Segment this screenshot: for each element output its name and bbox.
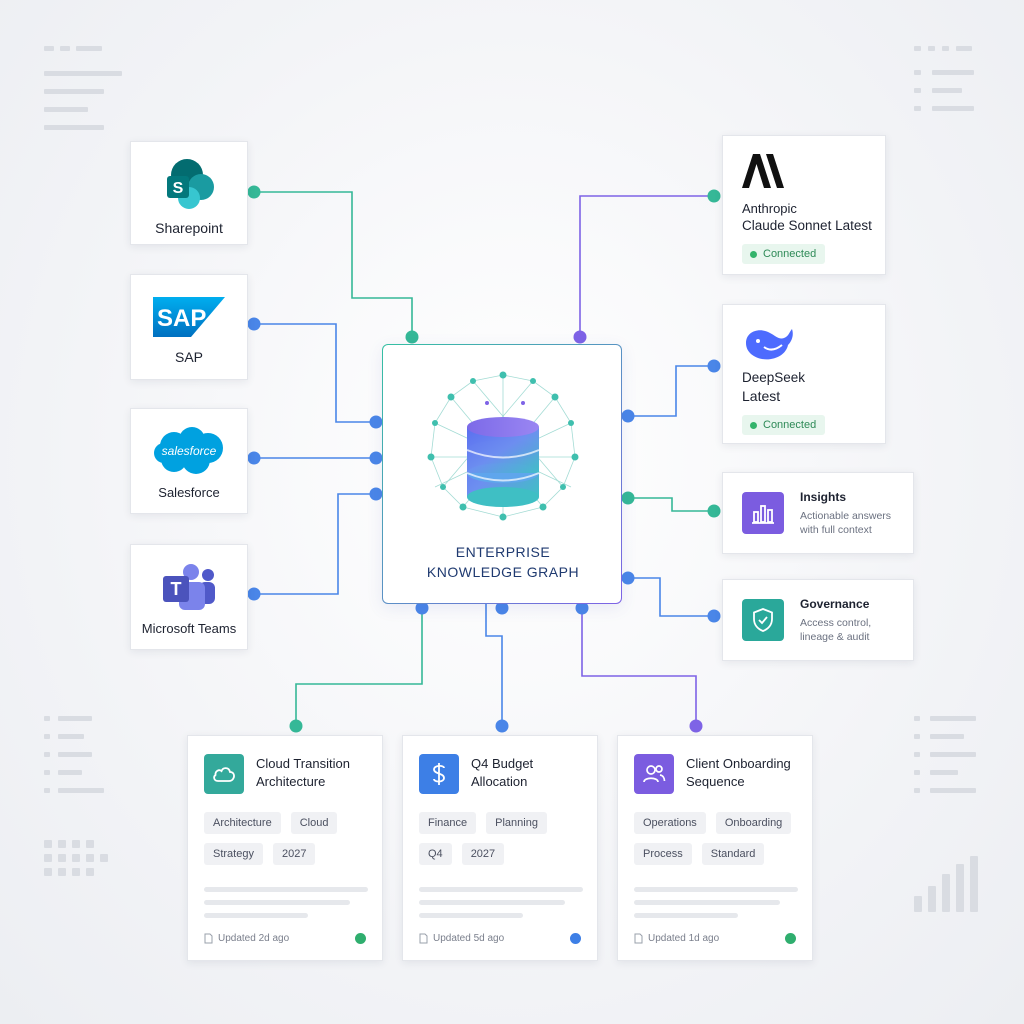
tag-list: Architecture Cloud Strategy 2027 (204, 812, 374, 865)
source-label: Sharepoint (155, 220, 223, 236)
placeholder-text-lines (634, 887, 798, 918)
svg-text:SAP: SAP (157, 305, 206, 332)
connector-sap (254, 323, 376, 423)
connector-insights (628, 497, 714, 512)
model-name: Claude Sonnet Latest (742, 218, 872, 233)
connector-sharepoint (254, 191, 413, 336)
model-provider: Anthropic (742, 201, 797, 216)
decor-lines-top-left (44, 46, 124, 136)
feature-description: Access control, lineage & audit (800, 616, 872, 643)
anthropic-logo-icon (742, 154, 885, 194)
tag[interactable]: Strategy (204, 843, 263, 865)
placeholder-text-lines (419, 887, 583, 918)
status-dot (570, 933, 581, 944)
microsoft-teams-logo-icon: T (161, 559, 217, 615)
knowledge-graph-hub[interactable]: ENTERPRISE KNOWLEDGE GRAPH (382, 344, 622, 604)
dollar-icon (419, 754, 459, 794)
source-card-microsoft-teams[interactable]: T Microsoft Teams (130, 544, 248, 650)
sharepoint-logo-icon: S (161, 156, 217, 212)
status-dot (750, 421, 757, 429)
tag[interactable]: Planning (486, 812, 547, 834)
connector-doc-cloud (295, 608, 423, 726)
decor-lines-top-right (914, 46, 978, 116)
connector-anthropic (579, 195, 714, 336)
source-card-sap[interactable]: SAP SAP (130, 274, 248, 380)
deepseek-whale-icon (742, 323, 885, 363)
model-provider: DeepSeek (742, 370, 806, 385)
connector-deepseek (628, 365, 714, 417)
decor-grid-bottom-left (44, 840, 108, 890)
document-title: Client Onboarding Sequence (686, 756, 791, 789)
tag[interactable]: Onboarding (715, 812, 792, 834)
connector-teams (254, 493, 376, 595)
connected-badge: Connected (742, 244, 826, 264)
tag[interactable]: Architecture (204, 812, 281, 834)
sap-logo-icon: SAP (153, 289, 225, 345)
decor-lines-mid-right (914, 716, 978, 796)
tag[interactable]: Operations (634, 812, 706, 834)
hub-title-line1: ENTERPRISE (455, 544, 551, 560)
model-card-anthropic[interactable]: Anthropic Claude Sonnet Latest Connected (722, 135, 886, 275)
users-icon (634, 754, 674, 794)
source-card-salesforce[interactable]: salesforce Salesforce (130, 408, 248, 514)
document-card-cloud-transition[interactable]: Cloud Transition Architecture Architectu… (187, 735, 383, 961)
document-card-client-onboarding[interactable]: Client Onboarding Sequence Operations On… (617, 735, 813, 961)
updated-label: Updated 5d ago (419, 933, 504, 944)
feature-title: Governance (800, 596, 870, 611)
feature-card-governance[interactable]: Governance Access control, lineage & aud… (722, 579, 914, 661)
document-icon (204, 933, 213, 944)
source-card-sharepoint[interactable]: S Sharepoint (130, 141, 248, 245)
tag[interactable]: Cloud (290, 812, 338, 834)
feature-title: Insights (800, 489, 847, 504)
svg-text:salesforce: salesforce (162, 444, 217, 458)
document-title: Cloud Transition Architecture (256, 756, 350, 789)
status-dot (785, 933, 796, 944)
connected-badge: Connected (742, 415, 826, 435)
document-card-q4-budget[interactable]: Q4 Budget Allocation Finance Planning Q4… (402, 735, 598, 961)
source-label: SAP (174, 349, 203, 365)
database-network-icon (427, 371, 579, 521)
feature-description: Actionable answers with full context (800, 509, 892, 536)
decor-lines-mid-left (44, 716, 108, 796)
placeholder-text-lines (204, 887, 368, 918)
tag[interactable]: Process (634, 843, 692, 865)
tag[interactable]: Finance (419, 812, 477, 834)
tag-list: Finance Planning Q4 2027 (419, 812, 589, 865)
document-icon (419, 933, 428, 944)
connector-nodes (247, 185, 721, 733)
tag[interactable]: 2027 (461, 843, 505, 865)
hub-title-line2: KNOWLEDGE GRAPH (426, 564, 580, 580)
source-label: Microsoft Teams (141, 621, 237, 636)
updated-label: Updated 1d ago (634, 933, 719, 944)
source-label: Salesforce (158, 485, 220, 500)
connector-doc-onboarding (581, 608, 697, 726)
tag[interactable]: Q4 (419, 843, 452, 865)
svg-text:S: S (173, 180, 184, 197)
bar-chart-icon (742, 492, 784, 534)
shield-check-icon (742, 599, 784, 641)
document-title: Q4 Budget Allocation (471, 756, 534, 789)
decor-bars-bottom-right (914, 856, 978, 912)
status-dot (355, 933, 366, 944)
cloud-icon (204, 754, 244, 794)
tag[interactable]: Standard (701, 843, 765, 865)
model-card-deepseek[interactable]: DeepSeek Latest Connected (722, 304, 886, 444)
model-name: Latest (742, 388, 781, 404)
tag[interactable]: 2027 (272, 843, 316, 865)
connector-doc-budget (485, 604, 503, 726)
svg-text:T: T (171, 579, 182, 599)
connector-governance (628, 577, 714, 617)
status-dot (750, 250, 757, 258)
document-icon (634, 933, 643, 944)
updated-label: Updated 2d ago (204, 933, 289, 944)
tag-list: Operations Onboarding Process Standard (634, 812, 804, 865)
salesforce-logo-icon: salesforce (152, 423, 226, 479)
feature-card-insights[interactable]: Insights Actionable answers with full co… (722, 472, 914, 554)
